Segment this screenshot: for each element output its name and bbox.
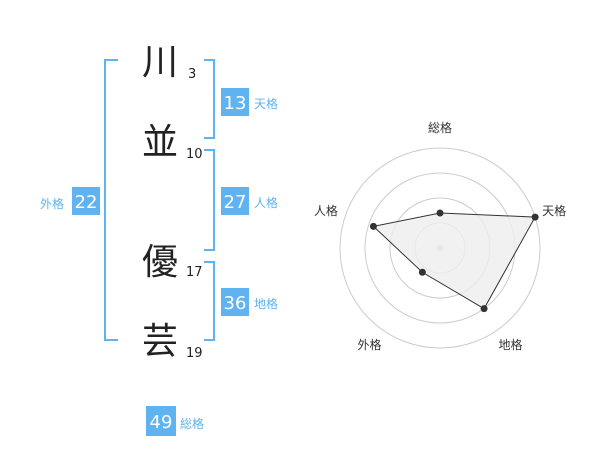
- soukaku-label: 総格: [180, 416, 204, 431]
- radar-point-3: [480, 305, 488, 313]
- name-char-1-strokes: 3: [188, 67, 196, 82]
- radar-axis-label-3: 地格: [499, 337, 523, 352]
- name-char-3-strokes: 17: [186, 265, 203, 280]
- chikaku-badge: [221, 288, 249, 316]
- radar-axis-label-2: 天格: [542, 203, 566, 218]
- jinkaku-value: 27: [224, 192, 247, 213]
- tenkaku-value: 13: [224, 93, 247, 114]
- jinkaku-bracket: [204, 149, 215, 251]
- radar-point-2: [531, 213, 539, 221]
- chikaku-label: 地格: [254, 296, 278, 311]
- name-char-2-strokes: 10: [186, 147, 203, 162]
- tenkaku-badge: [221, 88, 249, 116]
- gaikaku-badge: [72, 187, 100, 215]
- name-char-1: 川: [142, 42, 178, 83]
- name-char-4: 芸: [142, 321, 178, 362]
- tenkaku-label: 天格: [254, 96, 278, 111]
- radar-axis-label-4: 外格: [357, 337, 381, 352]
- name-char-3: 優: [142, 242, 178, 283]
- gaikaku-label: 外格: [40, 196, 64, 211]
- soukaku-badge: [146, 406, 176, 436]
- chikaku-value: 36: [224, 293, 247, 314]
- radar-point-1: [436, 209, 444, 217]
- chikaku-bracket: [204, 261, 215, 341]
- soukaku-value: 49: [150, 412, 173, 433]
- gaikaku-value: 22: [75, 192, 98, 213]
- jinkaku-badge: [221, 187, 249, 215]
- tenkaku-bracket: [204, 59, 215, 139]
- radar-point-4: [418, 268, 426, 276]
- name-char-4-strokes: 19: [186, 346, 203, 361]
- radar-axis-label-5: 人格: [314, 203, 338, 218]
- gaikaku-bracket: [104, 59, 118, 341]
- radar-axis-label-1: 総格: [428, 120, 452, 135]
- radar-point-5: [369, 222, 377, 230]
- radar-series-polygon: [372, 212, 536, 310]
- radar-ring-4: [339, 147, 541, 349]
- jinkaku-label: 人格: [254, 195, 278, 210]
- name-char-2: 並: [142, 122, 178, 163]
